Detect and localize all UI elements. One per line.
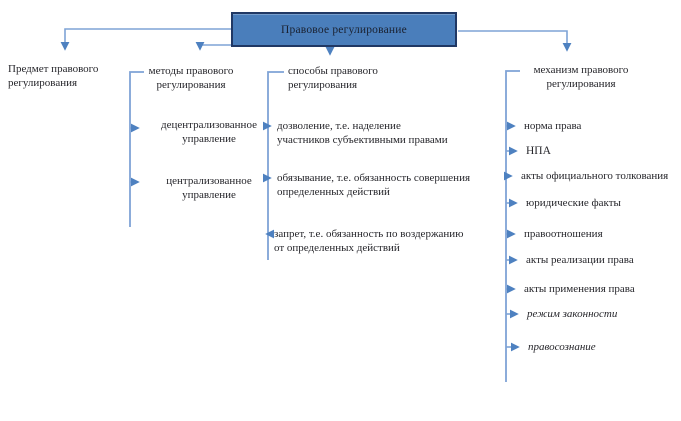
bracket-line-sposoby xyxy=(267,71,284,260)
mekhanizm-item-akty-realizacii: акты реализации права xyxy=(526,253,681,267)
item-line: акты реализации права xyxy=(526,254,634,266)
item-line: участников субъективными правами xyxy=(277,134,448,146)
branch-label-predmet: Предмет правового регулирования xyxy=(8,62,138,90)
branch-label-line: способы правового xyxy=(288,65,378,77)
branch-label-metody: методы правового регулирования xyxy=(135,64,247,92)
item-line: запрет, т.е. обязанность по воздержанию xyxy=(274,228,464,240)
connector-root-to-metody xyxy=(195,41,231,51)
item-line: определенных действий xyxy=(277,186,390,198)
item-line: от определенных действий xyxy=(274,242,400,254)
item-line: юридические факты xyxy=(526,197,621,209)
metody-item-decentralized: децентрализованное управление xyxy=(146,118,272,146)
item-line: управление xyxy=(182,189,236,201)
item-line: управление xyxy=(182,133,236,145)
item-line: правоотношения xyxy=(524,228,603,240)
mekhanizm-item-akty-tolkovaniya: акты официального толкования xyxy=(521,169,681,183)
connector-root-to-predmet xyxy=(60,28,231,51)
branch-label-mekhanizm: механизм правового регулирования xyxy=(517,63,645,91)
bracket-line-metody xyxy=(129,71,144,227)
item-line: централизованное xyxy=(166,175,252,187)
mekhanizm-item-pravootnosheniya: правоотношения xyxy=(524,227,679,241)
branch-label-sposoby: способы правового регулирования xyxy=(288,64,458,92)
branch-label-line: методы правового xyxy=(148,65,234,77)
mekhanizm-item-yuridicheskie-fakty: юридические факты xyxy=(526,196,681,210)
connector-root-to-mekhanizm xyxy=(458,30,572,52)
item-line: правосознание xyxy=(528,341,596,353)
sposoby-item-dozvolenie: дозволение, т.е. наделение участников су… xyxy=(277,119,502,147)
metody-item-centralized: централизованное управление xyxy=(146,174,272,202)
sposoby-item-zapret: запрет, т.е. обязанность по воздержанию … xyxy=(274,227,499,255)
bracket-line-mekhanizm xyxy=(505,70,520,382)
branch-label-line: регулирования xyxy=(8,77,78,89)
branch-label-line: регулирования xyxy=(288,79,358,91)
mekhanizm-item-npa: НПА xyxy=(526,144,681,158)
item-line: режим законности xyxy=(527,308,618,320)
item-line: НПА xyxy=(526,145,551,157)
mekhanizm-item-norma-prava: норма права xyxy=(524,119,679,133)
mekhanizm-item-rezhim-zakonnosti: режим законности xyxy=(527,307,681,321)
branch-label-line: механизм правового xyxy=(533,64,629,76)
branch-label-line: Предмет правового xyxy=(8,63,99,75)
branch-label-line: регулирования xyxy=(546,78,616,90)
root-box: Правовое регулирование xyxy=(231,12,457,47)
sposoby-item-obyazyvanie: обязывание, т.е. обязанность совершения … xyxy=(277,171,502,199)
item-line: акты применения права xyxy=(524,283,635,295)
item-line: дозволение, т.е. наделение xyxy=(277,120,401,132)
mekhanizm-item-pravosoznanie: правосознание xyxy=(528,340,681,354)
item-line: децентрализованное xyxy=(161,119,257,131)
root-box-label: Правовое регулирование xyxy=(281,23,407,36)
mekhanizm-item-akty-primeneniya: акты применения права xyxy=(524,282,679,296)
branch-label-line: регулирования xyxy=(156,79,226,91)
item-line: норма права xyxy=(524,120,582,132)
item-line: акты официального толкования xyxy=(521,170,669,182)
item-line: обязывание, т.е. обязанность совершения xyxy=(277,172,471,184)
